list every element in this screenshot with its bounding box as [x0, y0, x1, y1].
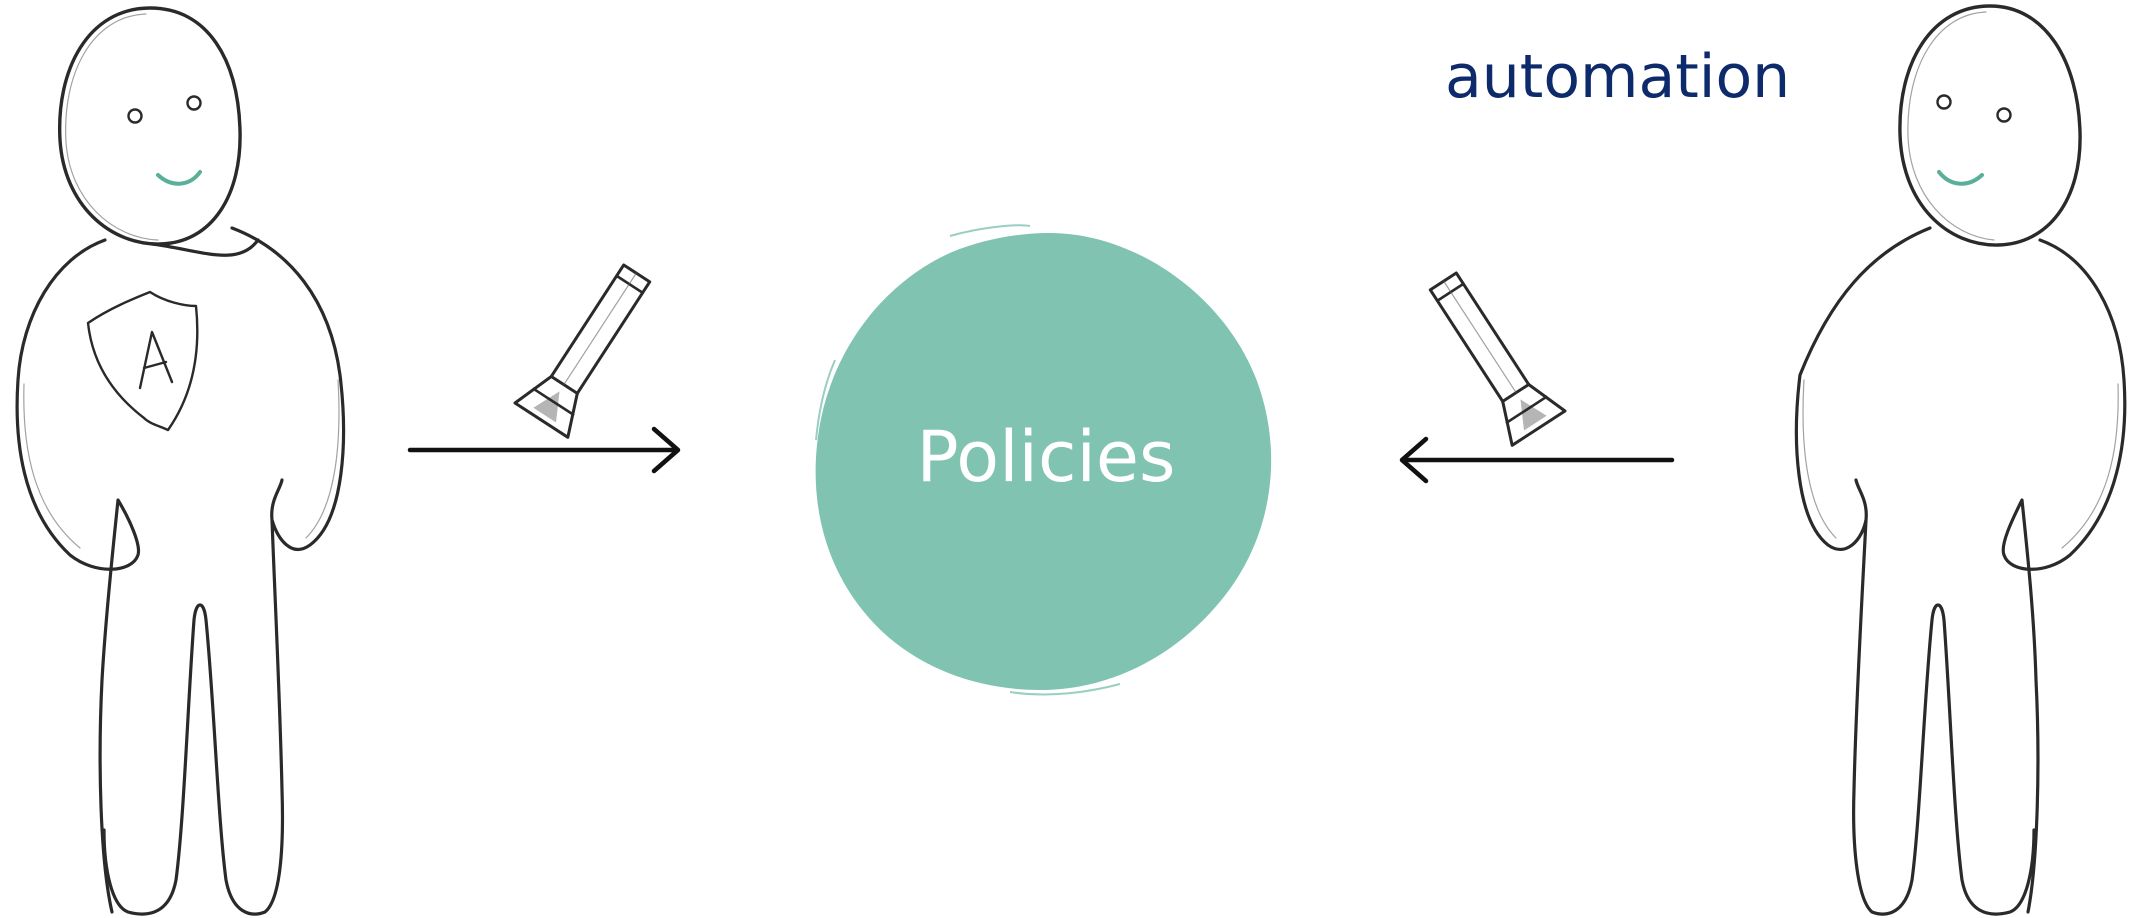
policies-node: Policies: [815, 224, 1272, 696]
left-person-icon: [15, 6, 346, 916]
arrow-right-icon: [407, 426, 681, 474]
arrow-left-icon: [1399, 436, 1675, 484]
right-person-icon: [1794, 4, 2127, 916]
policies-label: Policies: [917, 416, 1176, 498]
automation-label: automation: [1445, 42, 1790, 112]
left-pencil-icon: [513, 263, 652, 439]
right-pencil-icon: [1428, 271, 1567, 447]
